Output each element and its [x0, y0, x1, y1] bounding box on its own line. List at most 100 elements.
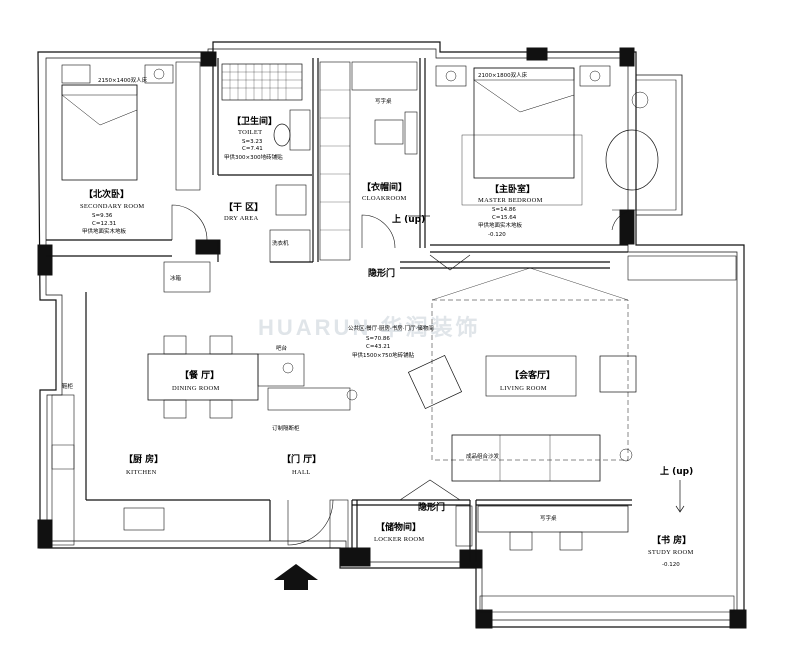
coffee-table [485, 355, 577, 397]
vanity [289, 109, 311, 151]
room-name-en: CLOAKROOM [362, 195, 407, 202]
room-name-zh: 【厨 房】 [124, 453, 163, 465]
room-name-zh: 【餐 厅】 [180, 369, 219, 381]
sink [51, 444, 75, 470]
living-room: 【会客厅】 LIVING ROOM 成品组合沙发 [407, 267, 637, 482]
hall: 【门 厅】 HALL [274, 453, 349, 590]
door-master-bath [611, 209, 637, 231]
bar-counter [257, 353, 305, 387]
public-area-perimeter: C=43.21 [366, 344, 390, 350]
door-cloakroom [361, 214, 396, 249]
desk [374, 119, 404, 145]
bar-label: 吧台 [276, 344, 288, 352]
entrance-arrow-icon [274, 564, 318, 590]
room-name-en: KITCHEN [126, 469, 157, 476]
toilet-icon [273, 123, 291, 147]
armchair-icon [407, 354, 463, 410]
locker-room: 【储物间】 LOCKER ROOM [374, 505, 473, 547]
chair [163, 335, 187, 355]
floor-note: 甲供300×300地砖铺贴 [224, 153, 283, 161]
chair [559, 531, 583, 551]
up-label: 上 (up) [392, 213, 425, 225]
desk-label: 写字桌 [540, 514, 557, 522]
kitchen-counter [51, 394, 75, 546]
door-secondary-bedroom [171, 204, 208, 241]
hidden-door-label: 隐形门 [418, 501, 445, 513]
wardrobe [175, 61, 201, 191]
room-perimeter: C=12.31 [92, 221, 116, 227]
fridge-label: 冰箱 [170, 274, 182, 282]
bed-size-label: 2150×1400双人床 [98, 76, 148, 84]
room-area: S=14.86 [492, 207, 516, 213]
plant-icon [631, 91, 649, 109]
washer-label: 洗衣机 [272, 239, 289, 247]
cloakroom: 写字桌 【衣帽间】 CLOAKROOM [319, 61, 418, 261]
room-name-en: DINING ROOM [172, 385, 220, 392]
bed [473, 67, 575, 179]
room-name-zh: 【门 厅】 [282, 453, 321, 465]
doors [171, 204, 637, 546]
desk [477, 505, 629, 533]
up-label: 上 (up) [660, 465, 693, 477]
public-area-info: 公共区·餐厅·厨房·书房·门厅·储物间 S=70.86 C=43.21 甲供15… [348, 324, 434, 359]
room-perimeter: C=7.41 [242, 146, 263, 152]
room-name-zh: 【干 区】 [224, 202, 263, 213]
armchair-icon [605, 129, 659, 191]
kitchen: 冰箱 【厨 房】 KITCHEN [51, 261, 211, 546]
nightstand [435, 65, 467, 87]
master-bedroom: 2100×1800双人床 【主卧室】 MASTER BEDROOM S=14.8… [392, 65, 659, 238]
watermark: HUARUN 华润装饰 [258, 315, 480, 340]
chair [209, 399, 233, 419]
secondary-bedroom: 2150×1400双人床 【北次卧】 SECONDARY ROOM S=9.36… [61, 61, 201, 235]
wardrobe-top [351, 61, 418, 91]
window-cabinet [627, 255, 737, 281]
public-area-label: 公共区·餐厅·厨房·书房·门厅·储物间 [348, 324, 434, 332]
plant-icon [619, 448, 633, 462]
nightstand [579, 65, 611, 87]
room-perimeter: C=15.64 [492, 215, 517, 221]
room-name-en: LIVING ROOM [500, 385, 547, 392]
nightstand [61, 64, 91, 84]
dining-room: 【餐 厅】 DINING ROOM 吧台 订制隔断柜 [147, 335, 358, 432]
locker-cabinet [455, 505, 473, 547]
room-area: S=9.36 [92, 213, 113, 219]
public-area-note: 甲供1500×750地砖铺贴 [352, 351, 415, 359]
public-area-area: S=70.86 [366, 336, 390, 342]
door-locker [399, 479, 461, 501]
room-name-zh: 【主卧室】 [490, 183, 535, 195]
room-area: S=3.23 [242, 139, 263, 145]
door-entrance [287, 499, 334, 546]
dry-area: 【干 区】 DRY AREA 洗衣机 [224, 184, 311, 263]
room-name-zh: 【衣帽间】 [362, 181, 407, 193]
level-mark: -0.120 [488, 232, 506, 238]
fridge [163, 261, 211, 293]
lamp-icon [153, 68, 165, 80]
dresser [404, 111, 418, 155]
room-name-zh: 【北次卧】 [84, 188, 129, 200]
room-name-zh: 【储物间】 [376, 521, 421, 533]
washer-cabinet [275, 184, 307, 216]
nightstand [144, 64, 174, 84]
room-name-zh: 【卫生间】 [232, 115, 277, 127]
stove-icon [282, 362, 294, 374]
bookshelf [479, 595, 735, 613]
room-name-en: TOILET [238, 129, 262, 136]
interior-walls [46, 58, 632, 562]
stove [123, 507, 165, 531]
room-name-en: MASTER BEDROOM [478, 197, 543, 204]
shoe-cabinet [329, 499, 349, 549]
study-room: 写字桌 【书 房】 STUDY ROOM -0.120 上 (up) [477, 255, 737, 613]
floor-note: 甲供地面实木地板 [478, 221, 523, 229]
chair [509, 531, 533, 551]
living-rug [431, 299, 629, 461]
bed-size-label: 2100×1800双人床 [478, 71, 528, 79]
lamp-icon [445, 70, 457, 82]
room-name-zh: 【书 房】 [652, 534, 691, 546]
room-name-zh: 【会客厅】 [510, 369, 555, 381]
shoe-cabinet-label: 鞋柜 [62, 382, 74, 390]
floor-note: 甲供地面实木地板 [82, 227, 127, 235]
partition-cabinet [267, 387, 351, 411]
sofa [451, 434, 601, 482]
